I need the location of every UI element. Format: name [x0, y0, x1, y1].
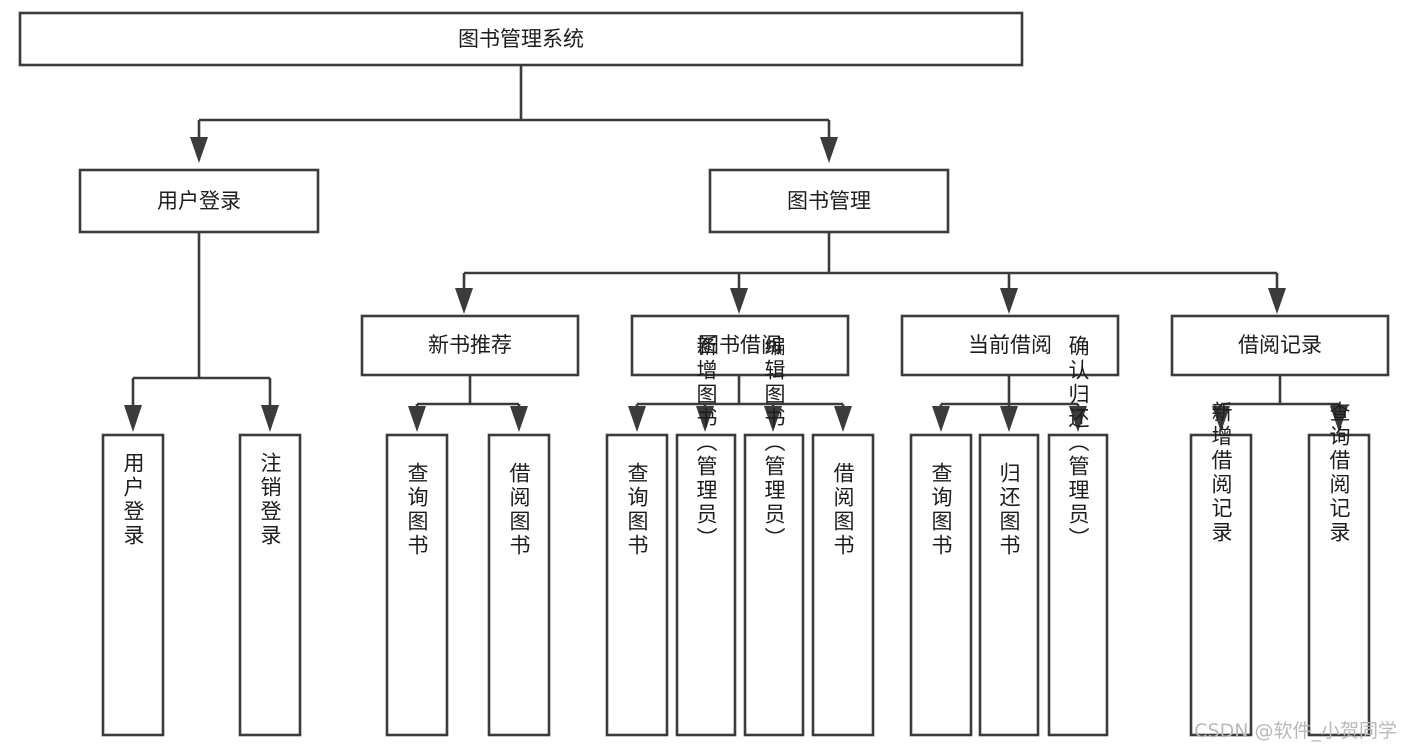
arrow-head-leaf-user-login	[124, 405, 142, 432]
node-leaf-logout[interactable]: 注销登录	[238, 433, 302, 737]
arrow-head-bb-edit	[764, 406, 782, 432]
node-leaf-user-login[interactable]: 用户登录	[101, 433, 165, 737]
node-leaf-bb-add-book[interactable]: 新增图书（管理员）	[675, 335, 737, 737]
arrow-head-nb-query	[408, 406, 426, 432]
node-leaf-bb-edit-book-label: 编辑图书（管理员）	[762, 335, 786, 551]
node-leaf-br-add-record[interactable]: 新增借阅记录	[1189, 401, 1253, 737]
node-book-manage[interactable]: 图书管理	[708, 168, 950, 234]
arrow-head-bb-query	[628, 406, 646, 432]
node-leaf-logout-label: 注销登录	[258, 452, 282, 548]
arrow-head-user-login	[190, 137, 208, 163]
arrow-head-borrow-record	[1268, 288, 1286, 314]
node-user-login-label: 用户登录	[157, 189, 241, 213]
node-leaf-bb-query-book[interactable]: 查询图书	[605, 433, 669, 737]
arrow-head-br-add	[1212, 406, 1230, 432]
node-borrow-record[interactable]: 借阅记录	[1170, 314, 1390, 377]
arrow-head-new-book	[455, 288, 473, 314]
arrow-head-nb-borrow	[510, 406, 528, 432]
node-leaf-cb-confirm-return[interactable]: 确认归还（管理员）	[1047, 335, 1109, 737]
node-current-borrow[interactable]: 当前借阅	[900, 314, 1120, 377]
node-book-borrow[interactable]: 图书借阅	[630, 314, 850, 377]
connector-layer	[124, 65, 1348, 432]
arrow-head-cb-query	[932, 406, 950, 432]
node-user-login[interactable]: 用户登录	[78, 168, 320, 234]
node-leaf-br-query-record-label: 查询借阅记录	[1327, 401, 1351, 545]
node-leaf-bb-borrow-book-label: 借阅图书	[831, 462, 855, 558]
node-leaf-nb-borrow-book[interactable]: 借阅图书	[487, 433, 551, 737]
node-leaf-cb-query-book[interactable]: 查询图书	[909, 433, 973, 737]
node-leaf-nb-query-book-label: 查询图书	[405, 462, 429, 558]
node-leaf-nb-query-book[interactable]: 查询图书	[385, 433, 449, 737]
node-current-borrow-label: 当前借阅	[968, 333, 1052, 357]
node-leaf-nb-borrow-book-label: 借阅图书	[507, 462, 531, 558]
arrow-head-book-manage	[820, 137, 838, 163]
node-leaf-br-add-record-label: 新增借阅记录	[1209, 401, 1233, 545]
arrow-head-cb-return	[1000, 406, 1018, 432]
node-leaf-bb-edit-book[interactable]: 编辑图书（管理员）	[743, 335, 805, 737]
arrow-head-current-borrow	[1000, 288, 1018, 314]
arrow-head-bb-borrow	[834, 406, 852, 432]
arrow-head-leaf-logout	[261, 405, 279, 432]
node-leaf-user-login-label: 用户登录	[121, 452, 145, 548]
node-new-book-recommend[interactable]: 新书推荐	[360, 314, 580, 377]
node-new-book-recommend-label: 新书推荐	[428, 333, 512, 357]
node-leaf-cb-return-book-label: 归还图书	[997, 462, 1021, 558]
node-leaf-cb-query-book-label: 查询图书	[929, 462, 953, 558]
node-book-manage-label: 图书管理	[787, 189, 871, 213]
csdn-watermark: CSDN @软件_小贺同学	[1194, 720, 1397, 742]
node-leaf-br-query-record[interactable]: 查询借阅记录	[1307, 401, 1371, 737]
node-root-system-label: 图书管理系统	[458, 27, 584, 51]
node-leaf-bb-borrow-book[interactable]: 借阅图书	[811, 433, 875, 737]
node-borrow-record-label: 借阅记录	[1238, 333, 1322, 357]
arrow-head-bb-add	[696, 406, 714, 432]
node-root-system[interactable]: 图书管理系统	[18, 11, 1024, 67]
node-book-borrow-label: 图书借阅	[698, 333, 782, 357]
node-leaf-cb-return-book[interactable]: 归还图书	[978, 433, 1040, 737]
node-leaf-bb-query-book-label: 查询图书	[625, 462, 649, 558]
arrow-head-cb-confirm	[1069, 406, 1087, 432]
arrow-head-br-query	[1330, 406, 1348, 432]
node-leaf-cb-confirm-return-label: 确认归还（管理员）	[1066, 335, 1090, 551]
arrow-head-book-borrow	[730, 288, 748, 314]
node-leaf-bb-add-book-label: 新增图书（管理员）	[694, 335, 718, 551]
